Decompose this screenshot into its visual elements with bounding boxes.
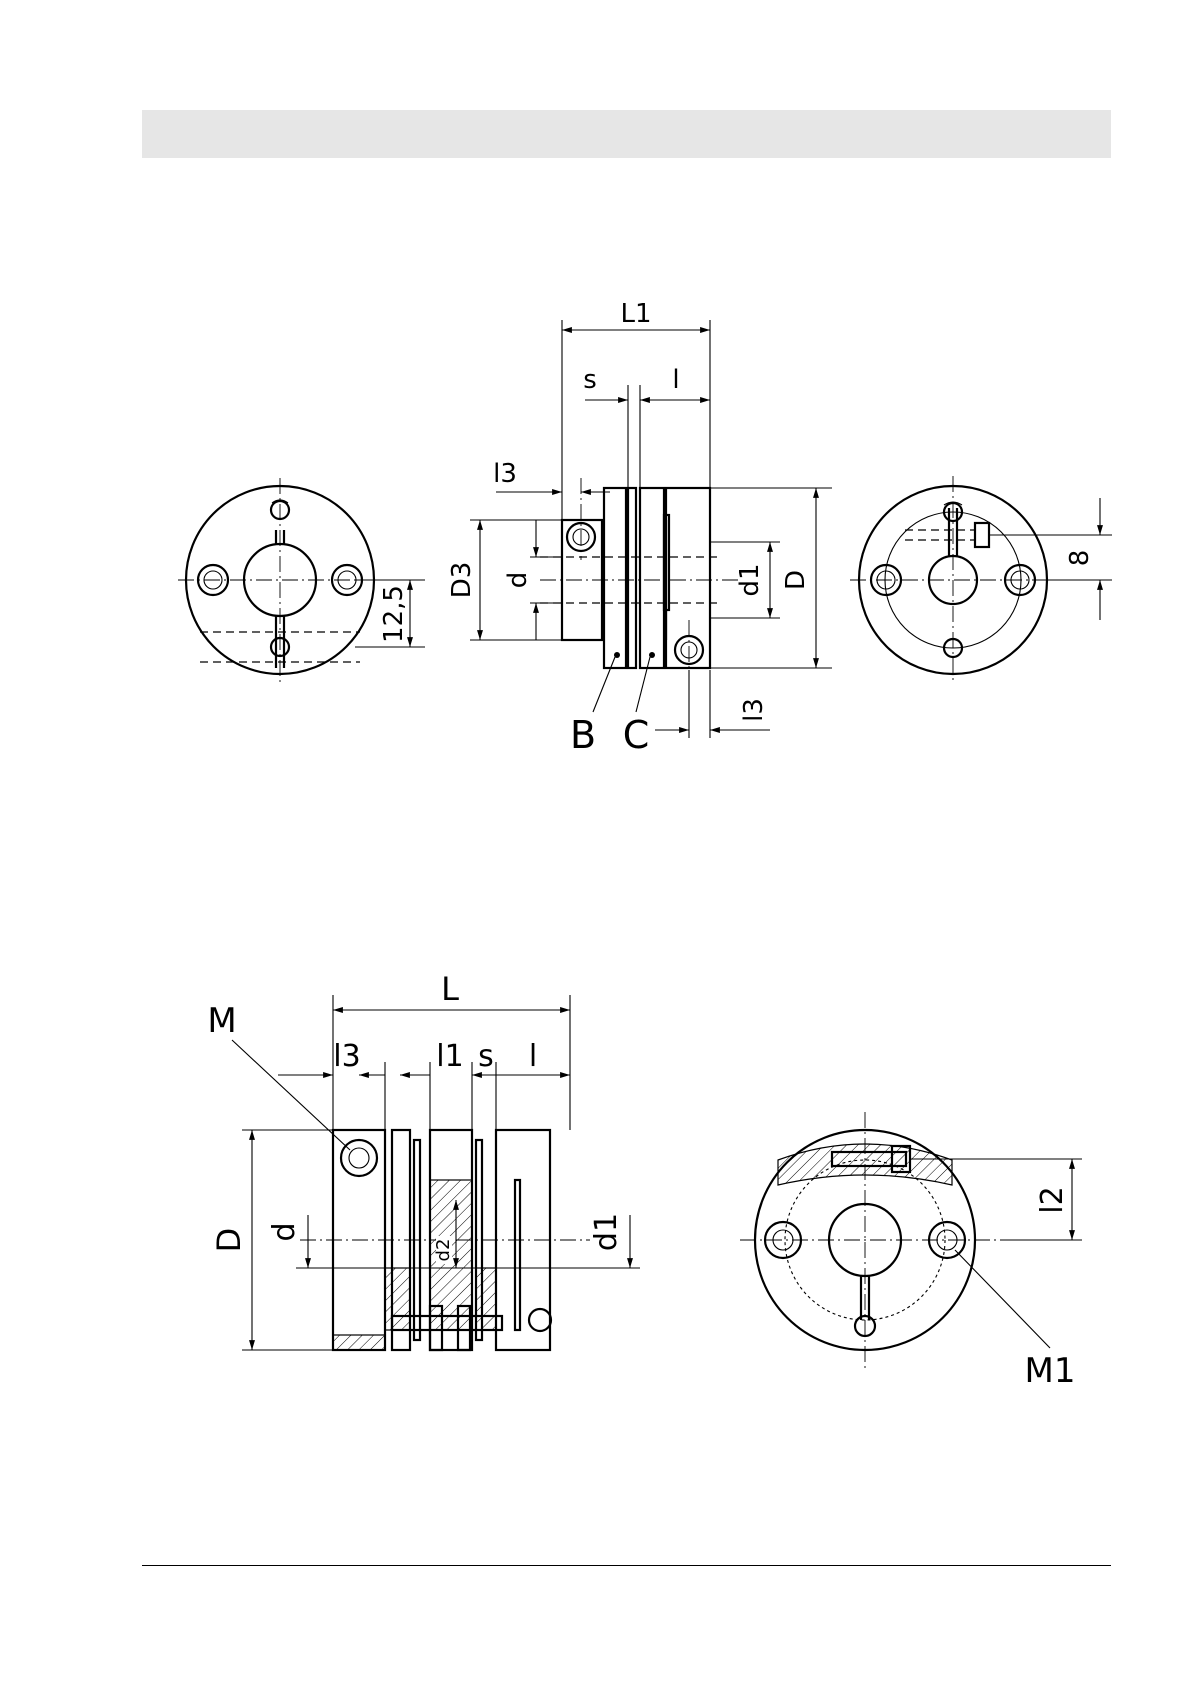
label-l3-top-right: l3 <box>739 698 769 722</box>
label-M: M <box>207 1001 236 1041</box>
dimension-12-5: 12,5 <box>355 580 425 647</box>
label-l2: l2 <box>1035 1186 1070 1213</box>
label-L: L <box>441 970 459 1008</box>
label-C: C <box>623 713 650 757</box>
label-l1: l1 <box>436 1039 463 1074</box>
label-l3-top-left: l3 <box>493 459 517 489</box>
label-B-leader: B <box>570 657 615 757</box>
label-d2: d2 <box>433 1239 454 1262</box>
dimension-8: 8 <box>990 498 1112 620</box>
label-d-top: d <box>503 572 533 589</box>
dimension-L1: L1 <box>562 299 710 520</box>
label-d1-bottom: d1 <box>589 1213 624 1251</box>
dimension-D-top: D <box>710 488 832 668</box>
top-left-end-view <box>178 478 385 685</box>
label-d-bottom: d <box>267 1222 302 1241</box>
dimension-l3-top-right: l3 <box>655 670 770 738</box>
label-d1-top: d1 <box>735 563 765 596</box>
top-right-end-view <box>850 476 1060 684</box>
top-center-side-view <box>540 478 740 690</box>
label-s-top: s <box>583 365 597 395</box>
dimension-d-bottom: d <box>267 1215 333 1268</box>
bottom-right-end-view <box>740 1112 1005 1370</box>
label-D3: D3 <box>447 562 477 599</box>
dimension-s-l: s l <box>583 365 710 488</box>
label-8: 8 <box>1065 550 1095 567</box>
label-M1: M1 <box>1025 1351 1076 1391</box>
label-12-5: 12,5 <box>379 585 409 643</box>
dimension-row-bottom: l3 l1 s l <box>278 1039 570 1130</box>
label-s-bottom: s <box>478 1039 494 1074</box>
label-L1: L1 <box>620 299 651 329</box>
label-D-bottom: D <box>210 1228 248 1253</box>
dimension-d1-top: d1 <box>710 542 780 618</box>
label-D-top: D <box>781 570 811 590</box>
dimension-l3-top-left: l3 <box>493 459 610 492</box>
label-M1-leader: M1 <box>955 1250 1075 1391</box>
label-l-top: l <box>672 365 679 395</box>
label-C-leader: C <box>623 657 650 757</box>
dimension-d1-bottom: d1 <box>550 1213 640 1268</box>
label-B: B <box>570 713 596 757</box>
label-l-bottom: l <box>529 1039 537 1074</box>
label-l3-bottom: l3 <box>333 1039 360 1074</box>
footer-rule <box>142 1565 1111 1566</box>
